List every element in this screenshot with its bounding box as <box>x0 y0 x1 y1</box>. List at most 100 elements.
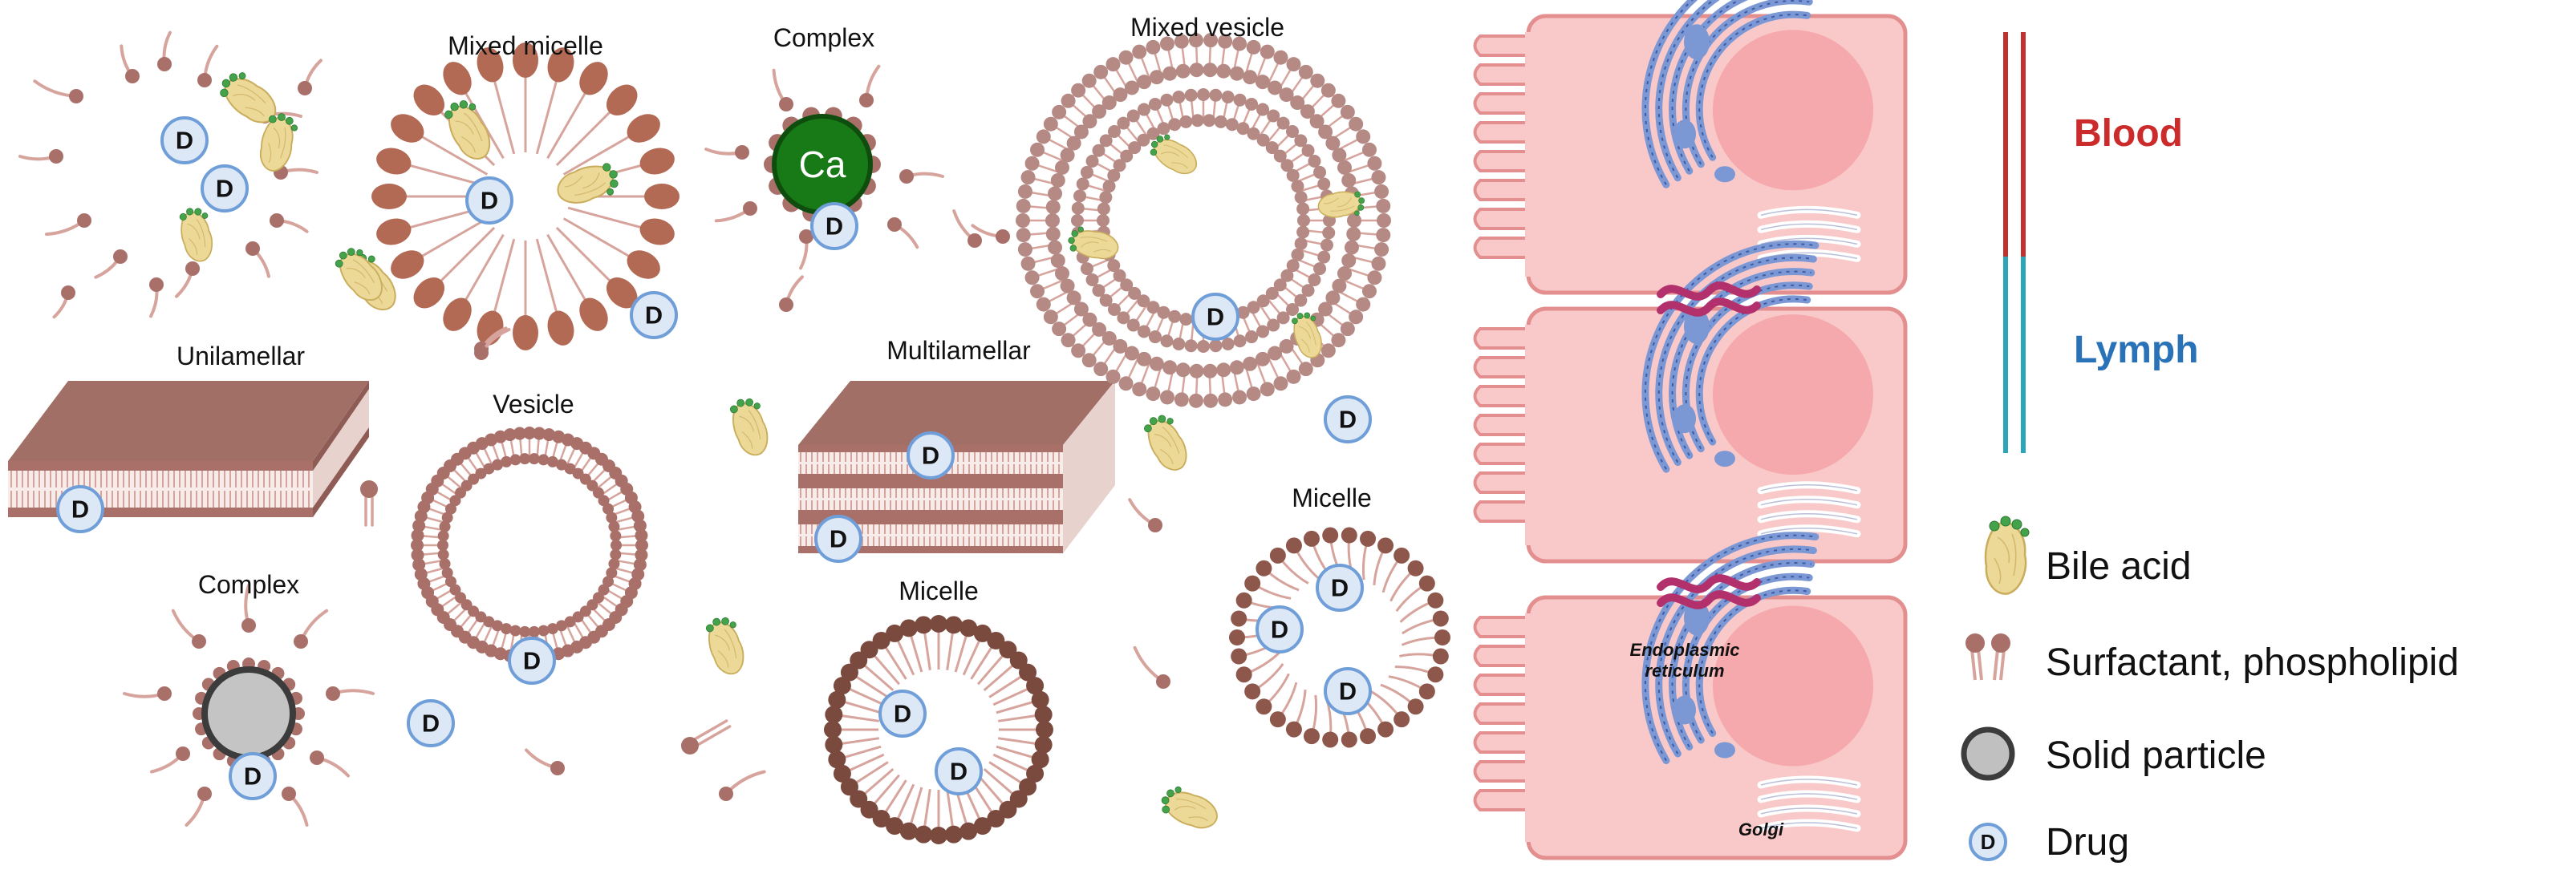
svg-text:D: D <box>826 212 843 241</box>
surfactant-molecule <box>310 751 350 778</box>
surfactant-molecule <box>899 169 944 184</box>
drug-molecule: D <box>810 202 858 250</box>
surfactant-molecule <box>123 686 172 701</box>
drug-molecule: D <box>407 699 455 747</box>
surfactant-molecule <box>282 787 309 827</box>
golgi-apparatus <box>1757 775 1861 832</box>
drug-molecule: D <box>1324 667 1372 715</box>
label-endoplasmic: Endoplasmic <box>1630 640 1740 660</box>
svg-text:D: D <box>481 187 498 215</box>
microvilli <box>1473 327 1528 523</box>
endoplasmic-reticulum <box>1641 532 1819 764</box>
enterocyte-cell <box>1473 240 1908 564</box>
surfactant-molecule <box>799 229 813 270</box>
enterocyte-cell <box>1473 532 1908 860</box>
surfactant-molecule <box>714 201 757 223</box>
surfactant-molecule <box>33 79 83 103</box>
surfactant-molecule <box>157 30 172 71</box>
bile-acid <box>437 93 501 166</box>
svg-text:D: D <box>830 525 847 553</box>
drug-molecule: D <box>160 116 209 164</box>
surfactant-molecule <box>175 261 200 298</box>
phospholipid-molecule <box>360 480 378 527</box>
svg-text:D: D <box>176 127 193 155</box>
label-golgi: Golgi <box>1738 819 1784 840</box>
label-micelle-center: Micelle <box>899 577 979 605</box>
drug-molecule: D <box>1324 395 1372 443</box>
drug-molecule: D <box>1256 605 1304 653</box>
surfactant-molecule <box>887 217 919 249</box>
surfactant-molecule <box>474 328 511 360</box>
endoplasmic-reticulum <box>1641 240 1819 473</box>
label-lymph: Lymph <box>2074 329 2199 371</box>
bile-acid <box>552 156 625 212</box>
label-reticulum: reticulum <box>1645 661 1724 681</box>
surfactant-molecule <box>270 213 309 233</box>
surfactant-molecule <box>704 145 749 160</box>
label-micelle-right: Micelle <box>1292 483 1372 512</box>
multilamellar-drugs: DD <box>814 431 955 563</box>
micelle-right: D D D <box>1229 527 1450 748</box>
unilamellar-drug: D <box>56 485 104 533</box>
svg-text:D: D <box>523 647 541 675</box>
mixed-vesicle: D <box>1016 33 1391 408</box>
legend-label-solid-particle: Solid particle <box>2046 734 2266 777</box>
surfactant-molecule <box>1133 645 1170 689</box>
svg-text:D: D <box>1981 830 1996 854</box>
drug-molecule: D <box>56 485 104 533</box>
surfactant-molecule <box>94 249 128 279</box>
bile-acid <box>724 392 777 460</box>
surfactant-molecule <box>971 224 1010 244</box>
blood-vessel <box>2003 32 2026 265</box>
label-blood: Blood <box>2074 112 2183 155</box>
surfactant-molecule <box>1128 498 1162 532</box>
microvilli <box>1473 34 1528 259</box>
drug-icon: D <box>1969 823 2007 861</box>
surfactant-molecule <box>52 285 75 319</box>
surfactant-molecule <box>859 64 881 107</box>
solid-particle-icon <box>1961 726 2015 781</box>
svg-text:D: D <box>1331 574 1349 602</box>
drug-molecule: D <box>935 747 983 795</box>
svg-text:D: D <box>216 175 233 203</box>
surfactant-molecule <box>185 787 212 827</box>
surfactant-molecule <box>245 241 270 278</box>
surfactant-molecule <box>197 44 219 87</box>
calcium-complex: CaD <box>704 64 944 270</box>
golgi-apparatus <box>1757 481 1861 538</box>
svg-text:D: D <box>1339 406 1357 434</box>
svg-text:D: D <box>244 763 262 791</box>
label-mixed-vesicle: Mixed vesicle <box>1130 13 1284 42</box>
surfactant-molecule <box>149 277 164 318</box>
nucleus <box>1713 30 1873 191</box>
multilamellar-bilayers <box>798 381 1115 553</box>
surfactant-molecule <box>241 584 256 633</box>
drug-molecule: D <box>465 176 513 225</box>
surfactant-molecule <box>294 609 329 649</box>
enterocyte-cell <box>1473 0 1908 295</box>
nucleus <box>1713 605 1873 767</box>
vesicle: D <box>411 427 648 685</box>
mixed-micelle: D <box>371 42 679 350</box>
surfactant-molecule <box>326 686 375 701</box>
drug-molecule: D <box>1316 564 1364 612</box>
surfactant-molecule <box>18 149 63 164</box>
svg-text:D: D <box>950 758 968 786</box>
calcium-label: Ca <box>799 144 846 185</box>
solid-particle-complex: D <box>123 584 375 827</box>
drug-molecule: D <box>630 291 678 339</box>
svg-text:D: D <box>645 301 663 330</box>
microvilli <box>1473 616 1528 811</box>
svg-text:D: D <box>1271 616 1288 644</box>
svg-text:D: D <box>1207 303 1224 331</box>
svg-text:D: D <box>894 700 911 728</box>
free-molecules: DDD <box>328 209 1372 835</box>
label-multilamellar: Multilamellar <box>886 336 1031 365</box>
surfactant-molecule <box>952 209 982 248</box>
drug-molecule: D <box>814 515 862 563</box>
enterocyte-column <box>1473 0 1908 860</box>
micelle-center: DD <box>824 615 1053 844</box>
svg-text:D: D <box>422 710 440 738</box>
label-complex-bottom: Complex <box>198 570 299 599</box>
